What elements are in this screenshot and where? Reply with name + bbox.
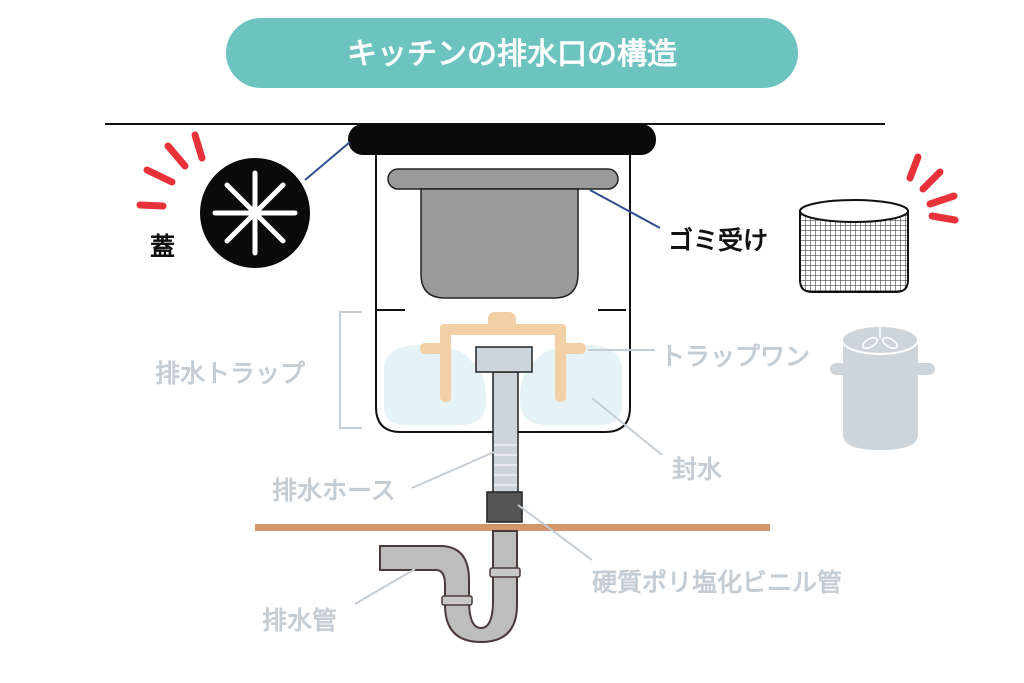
- lid-rim: [348, 124, 656, 155]
- seal-water-leader: [591, 397, 663, 456]
- basket-leader: [589, 189, 661, 229]
- trap-label: 排水トラップ: [155, 359, 306, 388]
- lid-leader: [304, 141, 351, 181]
- hose-label: 排水ホース: [272, 476, 396, 505]
- title-banner: キッチンの排水口の構造: [226, 18, 798, 88]
- hose-leader: [411, 451, 495, 489]
- trap-one: [420, 312, 586, 402]
- floor-line: [255, 524, 770, 531]
- seal-water-label: 封水: [672, 455, 723, 484]
- drain-pipe-leader: [354, 568, 416, 605]
- pvc-leader: [517, 504, 593, 561]
- pvc-label: 硬質ポリ塩化ビニル管: [592, 568, 842, 597]
- drain-body: [348, 124, 656, 523]
- lid-label: 蓋: [150, 232, 175, 261]
- hose-cap: [475, 346, 533, 373]
- trap-bracket: [339, 311, 362, 429]
- trap-one-label: トラップワン: [660, 342, 810, 371]
- trap-one-pot-icon: [830, 325, 935, 450]
- highlight-lines-left: [136, 131, 206, 210]
- drain-pipe-label: 排水管: [262, 606, 337, 635]
- mesh-basket-icon: [799, 199, 909, 293]
- diagram-title: キッチンの排水口の構造: [347, 37, 677, 72]
- basket: [420, 188, 579, 299]
- seal-water-left: [384, 345, 486, 425]
- drain-pipe: [379, 530, 521, 644]
- basket-label: ゴミ受け: [668, 226, 768, 255]
- lid-icon: [200, 158, 310, 268]
- highlight-lines-right: [906, 153, 959, 224]
- basket-rim: [387, 168, 619, 190]
- drain-hose: [492, 371, 519, 495]
- seal-water-right: [520, 345, 622, 425]
- pvc-connector: [486, 491, 523, 523]
